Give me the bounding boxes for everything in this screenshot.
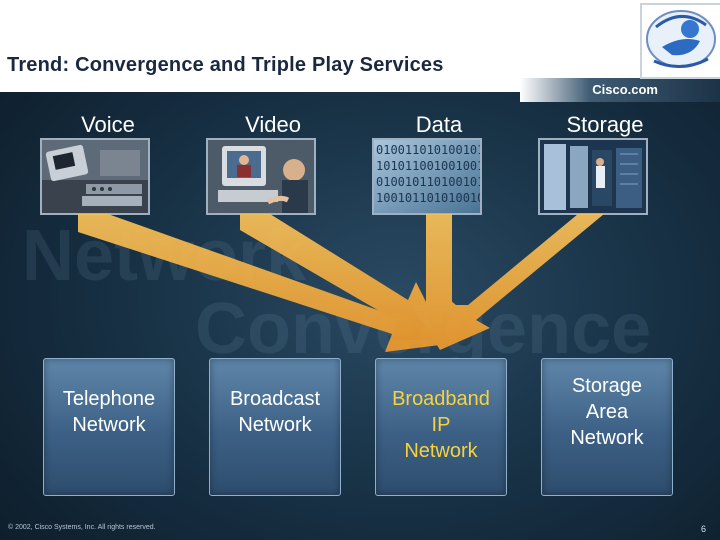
network-label: Area [585, 401, 629, 423]
network-label: Network [404, 440, 478, 462]
brand-strip [520, 78, 720, 102]
binary-row-3: 0100101101001011 [376, 175, 480, 189]
slide-title: Trend: Convergence and Triple Play Servi… [7, 54, 444, 76]
category-voice: Voice [81, 112, 135, 137]
logo-image [640, 3, 720, 79]
network-label: Broadcast [229, 388, 321, 410]
category-storage: Storage [566, 112, 644, 137]
binary-row-4: 1001011010100101 [376, 191, 480, 205]
binary-row-2: 1010110010010010 [376, 159, 480, 173]
network-label: Broadband [392, 388, 490, 410]
binary-row-1: 0100110101001011 [376, 143, 480, 157]
network-label: Network [238, 414, 312, 436]
network-label: Network [72, 414, 146, 436]
network-box-telephone: Telephone Network [43, 358, 175, 496]
brand-label: Cisco.com [592, 82, 658, 97]
watermark-network: Network [22, 216, 307, 296]
data-photo: 0100110101001011 1010110010010010 010010… [372, 138, 482, 215]
network-box-broadband: Broadband IP Network [375, 358, 507, 496]
storage-photo [538, 138, 648, 215]
header-band [0, 0, 720, 92]
network-box-broadcast: Broadcast Network [209, 358, 341, 496]
network-label: Storage [571, 375, 643, 397]
network-label: Telephone [62, 388, 156, 410]
category-data: Data [415, 112, 463, 137]
network-box-storage: Storage Area Network [541, 358, 673, 496]
network-label: IP [431, 414, 451, 436]
category-video: Video [245, 112, 301, 137]
copyright-text: © 2002, Cisco Systems, Inc. All rights r… [8, 524, 156, 531]
voice-photo [40, 138, 150, 215]
video-photo [206, 138, 316, 215]
network-label: Network [570, 427, 644, 449]
page-number: 6 [700, 524, 706, 534]
